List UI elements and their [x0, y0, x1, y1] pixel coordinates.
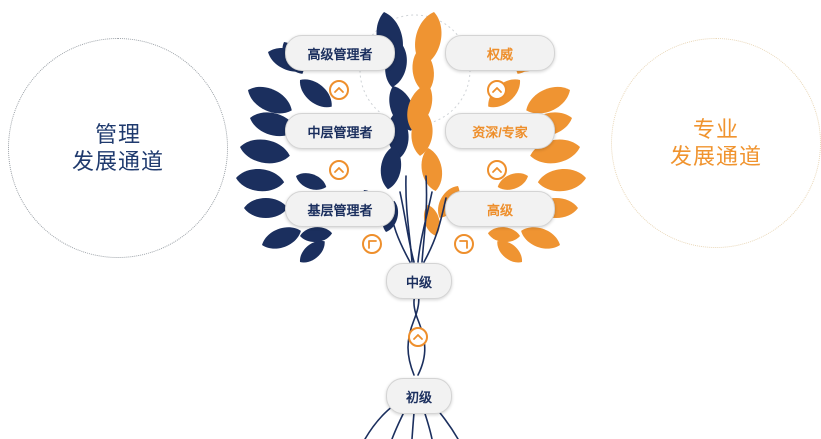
- management-track-line1: 管理: [94, 121, 141, 147]
- level-senior-manager: 高级管理者: [285, 35, 395, 71]
- chevron-up-icon: [329, 80, 349, 100]
- level-junior-manager: 基层管理者: [285, 191, 395, 227]
- corner-up-right-icon: [454, 234, 474, 254]
- chevron-up-icon: [408, 327, 428, 347]
- level-entry: 初级: [386, 378, 452, 414]
- chevron-up-icon: [329, 160, 349, 180]
- chevron-up-icon: [487, 160, 507, 180]
- professional-track-line1: 专业: [692, 116, 739, 142]
- level-intermediate: 中级: [386, 263, 452, 299]
- level-senior: 高级: [445, 191, 555, 227]
- corner-up-left-icon: [362, 234, 382, 254]
- management-track-circle: 管理 发展通道: [8, 38, 228, 258]
- professional-track-line2: 发展通道: [669, 144, 762, 169]
- level-middle-manager: 中层管理者: [285, 113, 395, 149]
- chevron-up-icon: [487, 80, 507, 100]
- management-track-line2: 发展通道: [71, 149, 164, 174]
- level-senior-expert: 资深/专家: [445, 113, 555, 149]
- level-authority: 权威: [445, 35, 555, 71]
